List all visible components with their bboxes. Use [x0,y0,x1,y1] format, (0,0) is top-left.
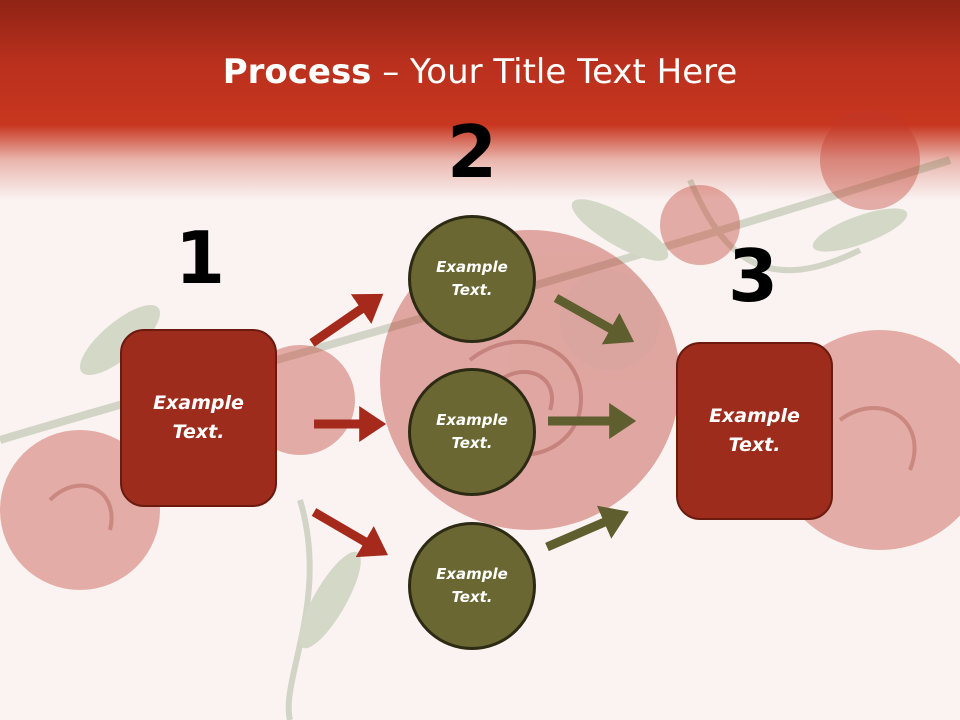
step-number-1: 1 [174,216,226,300]
right-box-line1: Example [709,405,800,427]
circle-top-line1: Example [436,258,508,276]
step-number-2: 2 [446,110,498,194]
left-box-line2: Text. [172,421,225,443]
left-box-line1: Example [153,392,244,414]
circle-node-top: Example Text. [408,215,536,343]
circle-bottom-line2: Text. [451,588,493,606]
page-title: Process – Your Title Text Here [0,52,960,92]
header-band [0,0,960,200]
arrow-left-to-bottom [311,508,388,558]
arrow-bottom-to-right [545,505,629,552]
circle-middle-line2: Text. [451,434,493,452]
circle-node-bottom: Example Text. [408,522,536,650]
circle-top-line2: Text. [451,281,493,299]
page-title-rest: – Your Title Text Here [371,52,738,92]
left-process-box: Example Text. [120,329,277,507]
right-process-box: Example Text. [676,342,833,520]
right-box-line2: Text. [728,434,781,456]
arrow-top-to-right [553,294,635,345]
page-title-bold: Process [222,52,372,92]
circle-middle-line1: Example [436,411,508,429]
circle-node-middle: Example Text. [408,368,536,496]
circle-bottom-line1: Example [436,565,508,583]
arrow-left-to-top [309,293,384,347]
step-number-3: 3 [727,234,779,318]
